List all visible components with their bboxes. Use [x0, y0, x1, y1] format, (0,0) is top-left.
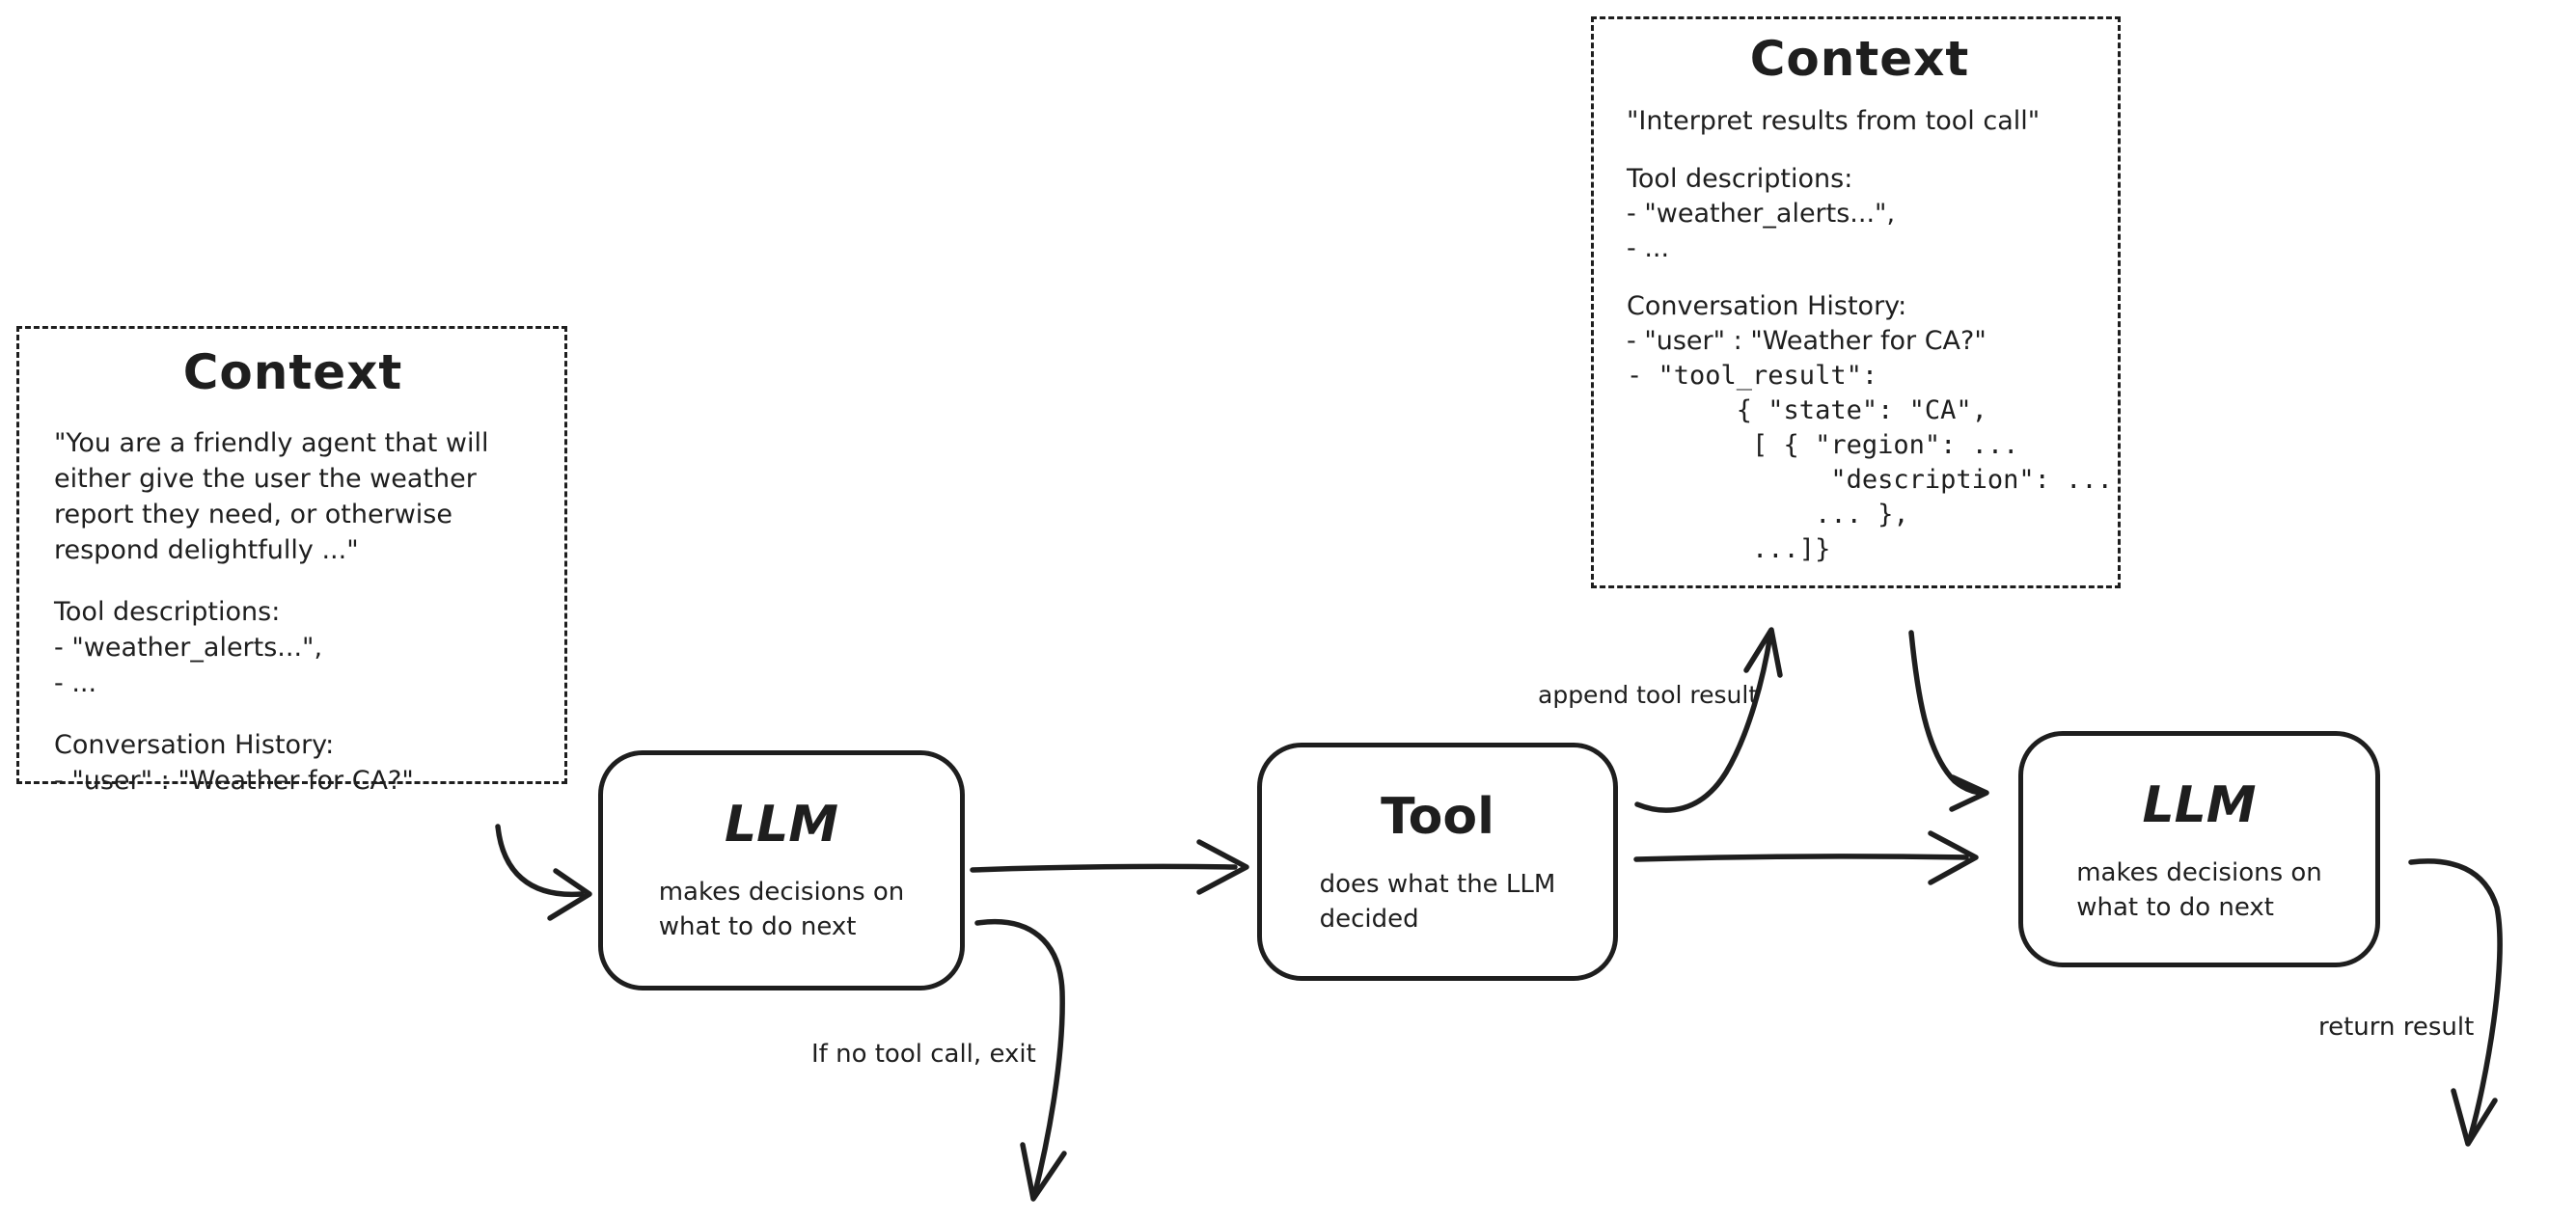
arrow-context-to-llm1 — [495, 824, 592, 921]
context-right-history-heading: Conversation History: — [1627, 291, 1907, 321]
node-llm-second-title: LLM — [2142, 776, 2257, 834]
arrow-llm2-return — [2408, 858, 2503, 1147]
context-box-right: Context "Interpret results from tool cal… — [1591, 16, 2121, 588]
node-tool-description: does what the LLM decided — [1319, 870, 1556, 934]
context-right-tools-heading: Tool descriptions: — [1627, 164, 1853, 194]
edge-label-if-no-tool-call-exit: If no tool call, exit — [811, 1040, 1036, 1069]
node-tool: Tool does what the LLM decided — [1257, 743, 1618, 981]
context-left-history-list: - "user" : "Weather for CA?" — [54, 766, 414, 796]
context-right-title: Context — [1749, 31, 1970, 87]
edge-label-append-tool-result: append tool result — [1538, 681, 1759, 709]
arrow-llm1-exit — [974, 919, 1067, 1202]
context-right-tool-result: - "tool_result": { "state": "CA", [ { "r… — [1627, 361, 2113, 564]
context-left-tools-list: - "weather_alerts...", - ... — [54, 633, 323, 698]
node-llm-first-description: makes decisions on what to do next — [658, 878, 905, 941]
arrow-context-to-llm2 — [1908, 630, 1989, 812]
context-left-tools-heading: Tool descriptions: — [54, 597, 281, 627]
node-tool-title: Tool — [1381, 788, 1494, 846]
context-left-system-prompt: "You are a friendly agent that will eith… — [54, 428, 489, 565]
arrow-llm1-to-tool — [970, 839, 1249, 895]
node-llm-first: LLM makes decisions on what to do next — [598, 750, 965, 990]
node-llm-first-title: LLM — [724, 796, 838, 854]
edge-label-return-result: return result — [2318, 1013, 2475, 1042]
node-llm-second-description: makes decisions on what to do next — [2076, 858, 2322, 922]
arrow-tool-to-llm2 — [1633, 830, 1979, 885]
context-right-instruction: "Interpret results from tool call" — [1627, 106, 2041, 136]
context-left-title: Context — [182, 344, 403, 400]
arrow-tool-to-context — [1634, 627, 1783, 813]
context-right-history-user: - "user" : "Weather for CA?" — [1627, 326, 1987, 356]
context-box-left: Context "You are a friendly agent that w… — [16, 326, 567, 796]
context-right-tools-list: - "weather_alerts...", - ... — [1627, 199, 1896, 263]
node-llm-second: LLM makes decisions on what to do next — [2018, 731, 2380, 967]
context-left-history-heading: Conversation History: — [54, 730, 335, 760]
